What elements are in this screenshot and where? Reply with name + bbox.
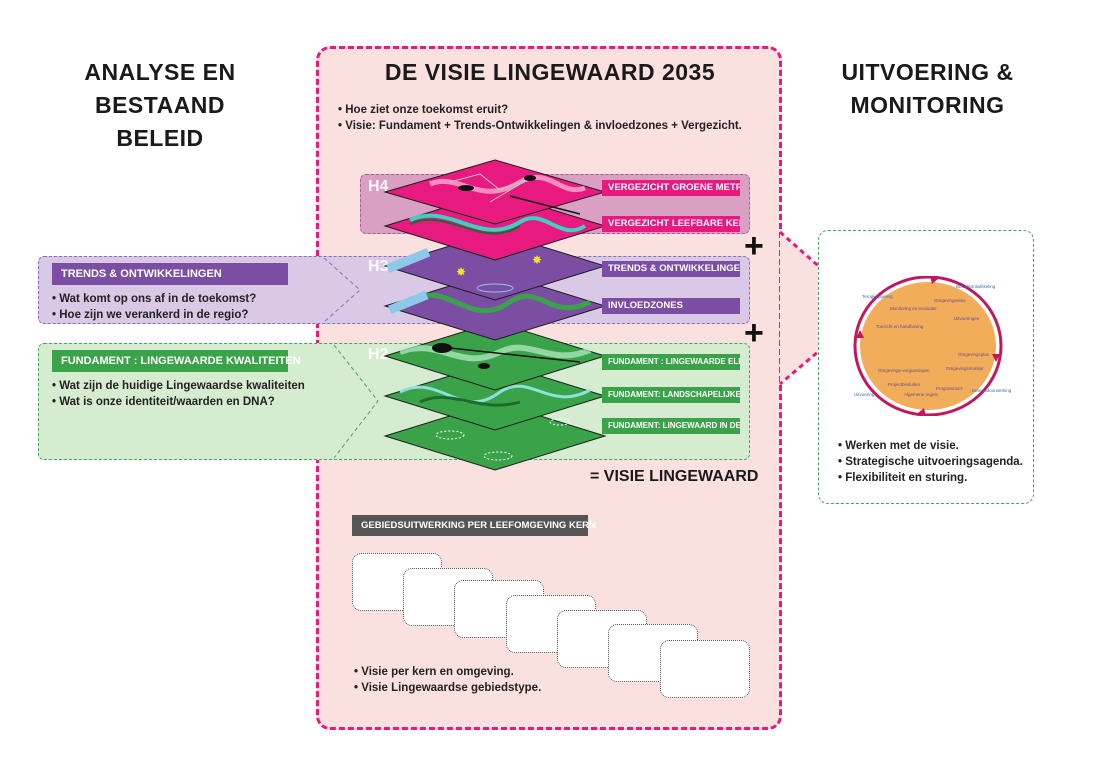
cycle-label: Omgevingsvisie [934,298,966,303]
label-invloedzones: INVLOEDZONES [602,298,740,314]
plus-sign: + [744,227,764,265]
h2-level-label: H2 [368,346,389,363]
gebied-bullet: Visie Lingewaardse gebiedstype. [354,680,541,696]
label-vergezicht-groene-metropool: VERGEZICHT GROENE METROPOOL [602,180,740,196]
svg-text:✸: ✸ [456,265,466,279]
cycle-label: Omgevings-vergunningen [878,368,930,373]
fundament-arrow [333,344,379,459]
trends-bullet: Wat komt op ons af in de toekomst? [52,291,256,307]
cycle-arrow-label: Beleidsdoorwerking [972,388,1012,393]
uitvoering-bullet-list: Werken met de visie. Strategische uitvoe… [838,438,1023,486]
trends-bullet: Hoe zijn we verankerd in de regio? [52,307,256,323]
kern-card [660,640,750,698]
label-fundament-regio: FUNDAMENT: LINGEWAARD IN DE REGIO [602,418,740,434]
trends-arrow [323,257,361,323]
label-vergezicht-leefbare-kernen: VERGEZICHT LEEFBARE KERNEN [602,216,740,232]
cycle-arrow-label: Beleidsontwikkeling [956,284,996,289]
cycle-label: Uitvoeringen [954,316,980,321]
trends-box-title: TRENDS & ONTWIKKELINGEN [52,263,288,285]
fundament-box-title: FUNDAMENT : LINGEWAARDE KWALITEITEN [52,350,301,372]
layer-leefbare-kernen [383,191,607,261]
h3-level-label: H3 [368,258,389,275]
uitvoering-cycle [853,276,1003,416]
cycle-label: Toezicht en handhaving [876,324,924,329]
cycle-label: Algemene regels [904,392,938,397]
gebied-title: GEBIEDSUITWERKING PER LEEFOMGEVING KERN [352,515,596,536]
cycle-label: Projectbesluiten [888,382,921,387]
layer-groene-metropool [383,159,607,225]
uitvoering-bullet: Flexibiliteit en sturing. [838,470,1023,486]
left-column-title: ANALYSE EN BESTAAND BELEID [84,59,236,151]
cycle-label: Omgevingsplan [958,352,990,357]
label-fundament-elementen: FUNDAMENT : LINGEWAARDE ELEMENTEN [602,354,740,370]
cycle-label: Programma's [936,386,963,391]
center-bullet: Visie: Fundament + Trends-Ontwikkelingen… [338,118,742,134]
center-bullet-list: Hoe ziet onze toekomst eruit? Visie: Fun… [338,102,742,134]
label-fundament-identiteit: FUNDAMENT: LANDSCHAPELIJKE IDENTITEIT [602,387,740,403]
center-column-title: DE VISIE LINGEWAARD 2035 [384,59,716,85]
layer-regio [383,401,607,471]
svg-text:✸: ✸ [532,253,542,267]
cycle-label: Monitoring en evaluatie [890,306,937,311]
layer-identiteit [383,361,607,431]
layer-trends: ✸ ✸ [383,231,607,301]
fundament-bullet-list: Wat zijn de huidige Lingewaardse kwalite… [52,378,324,410]
result-visie-lingewaard: = VISIE LINGEWAARD [590,468,759,485]
label-trends-ontwikkelingen: TRENDS & ONTWIKKELINGEN [602,261,740,277]
cycle-arrow-label: Terugkoppeling [862,294,893,299]
layer-invloedzones [383,271,607,341]
plus-sign: + [744,314,764,352]
gebied-bullet-list: Visie per kern en omgeving. Visie Lingew… [354,664,541,696]
cycle-label: Omgevingsmonitor [946,366,984,371]
layer-elementen [383,321,607,391]
gebied-bullet: Visie per kern en omgeving. [354,664,541,680]
fundament-bullet: Wat is onze identiteit/waarden en DNA? [52,394,324,410]
right-column-title: UITVOERING & MONITORING [841,59,1014,118]
uitvoering-bullet: Strategische uitvoeringsagenda. [838,454,1023,470]
layer-stack: ✸ ✸ [383,159,607,471]
trends-bullet-list: Wat komt op ons af in de toekomst? Hoe z… [52,291,256,323]
h4-level-label: H4 [368,178,389,195]
uitvoering-bullet: Werken met de visie. [838,438,1023,454]
cycle-arrow-label: Uitvoering [854,392,875,397]
fundament-bullet: Wat zijn de huidige Lingewaardse kwalite… [52,378,324,394]
center-bullet: Hoe ziet onze toekomst eruit? [338,102,742,118]
cycle-labels: Omgevingsvisie Uitvoeringen Omgevingspla… [848,276,1012,416]
